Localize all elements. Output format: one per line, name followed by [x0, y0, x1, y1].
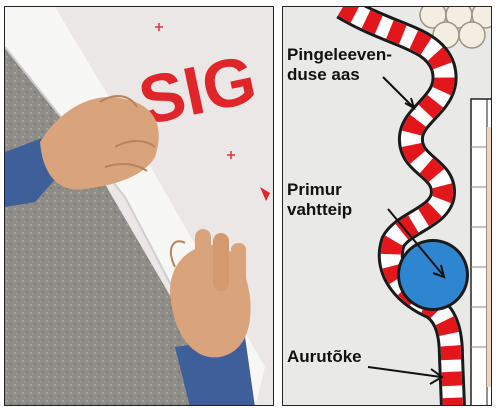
label-tension-zone-line1: Pingeleeven-	[287, 45, 392, 65]
label-primer-line2: vahtteip	[287, 200, 352, 220]
photo-illustration: SIG	[5, 7, 274, 406]
label-tension-zone: Pingeleeven- duse aas	[287, 45, 392, 85]
label-primer: Primur vahtteip	[287, 180, 352, 220]
diagram-panel: Pingeleeven- duse aas Primur vahtteip Au…	[282, 6, 492, 406]
label-primer-line1: Primur	[287, 180, 352, 200]
photo-panel: SIG	[4, 6, 274, 406]
label-tension-zone-line2: duse aas	[287, 65, 392, 85]
label-vapor-groove: Aurutõke	[287, 347, 362, 367]
window-frame	[471, 99, 492, 406]
foam-tape	[397, 239, 469, 311]
